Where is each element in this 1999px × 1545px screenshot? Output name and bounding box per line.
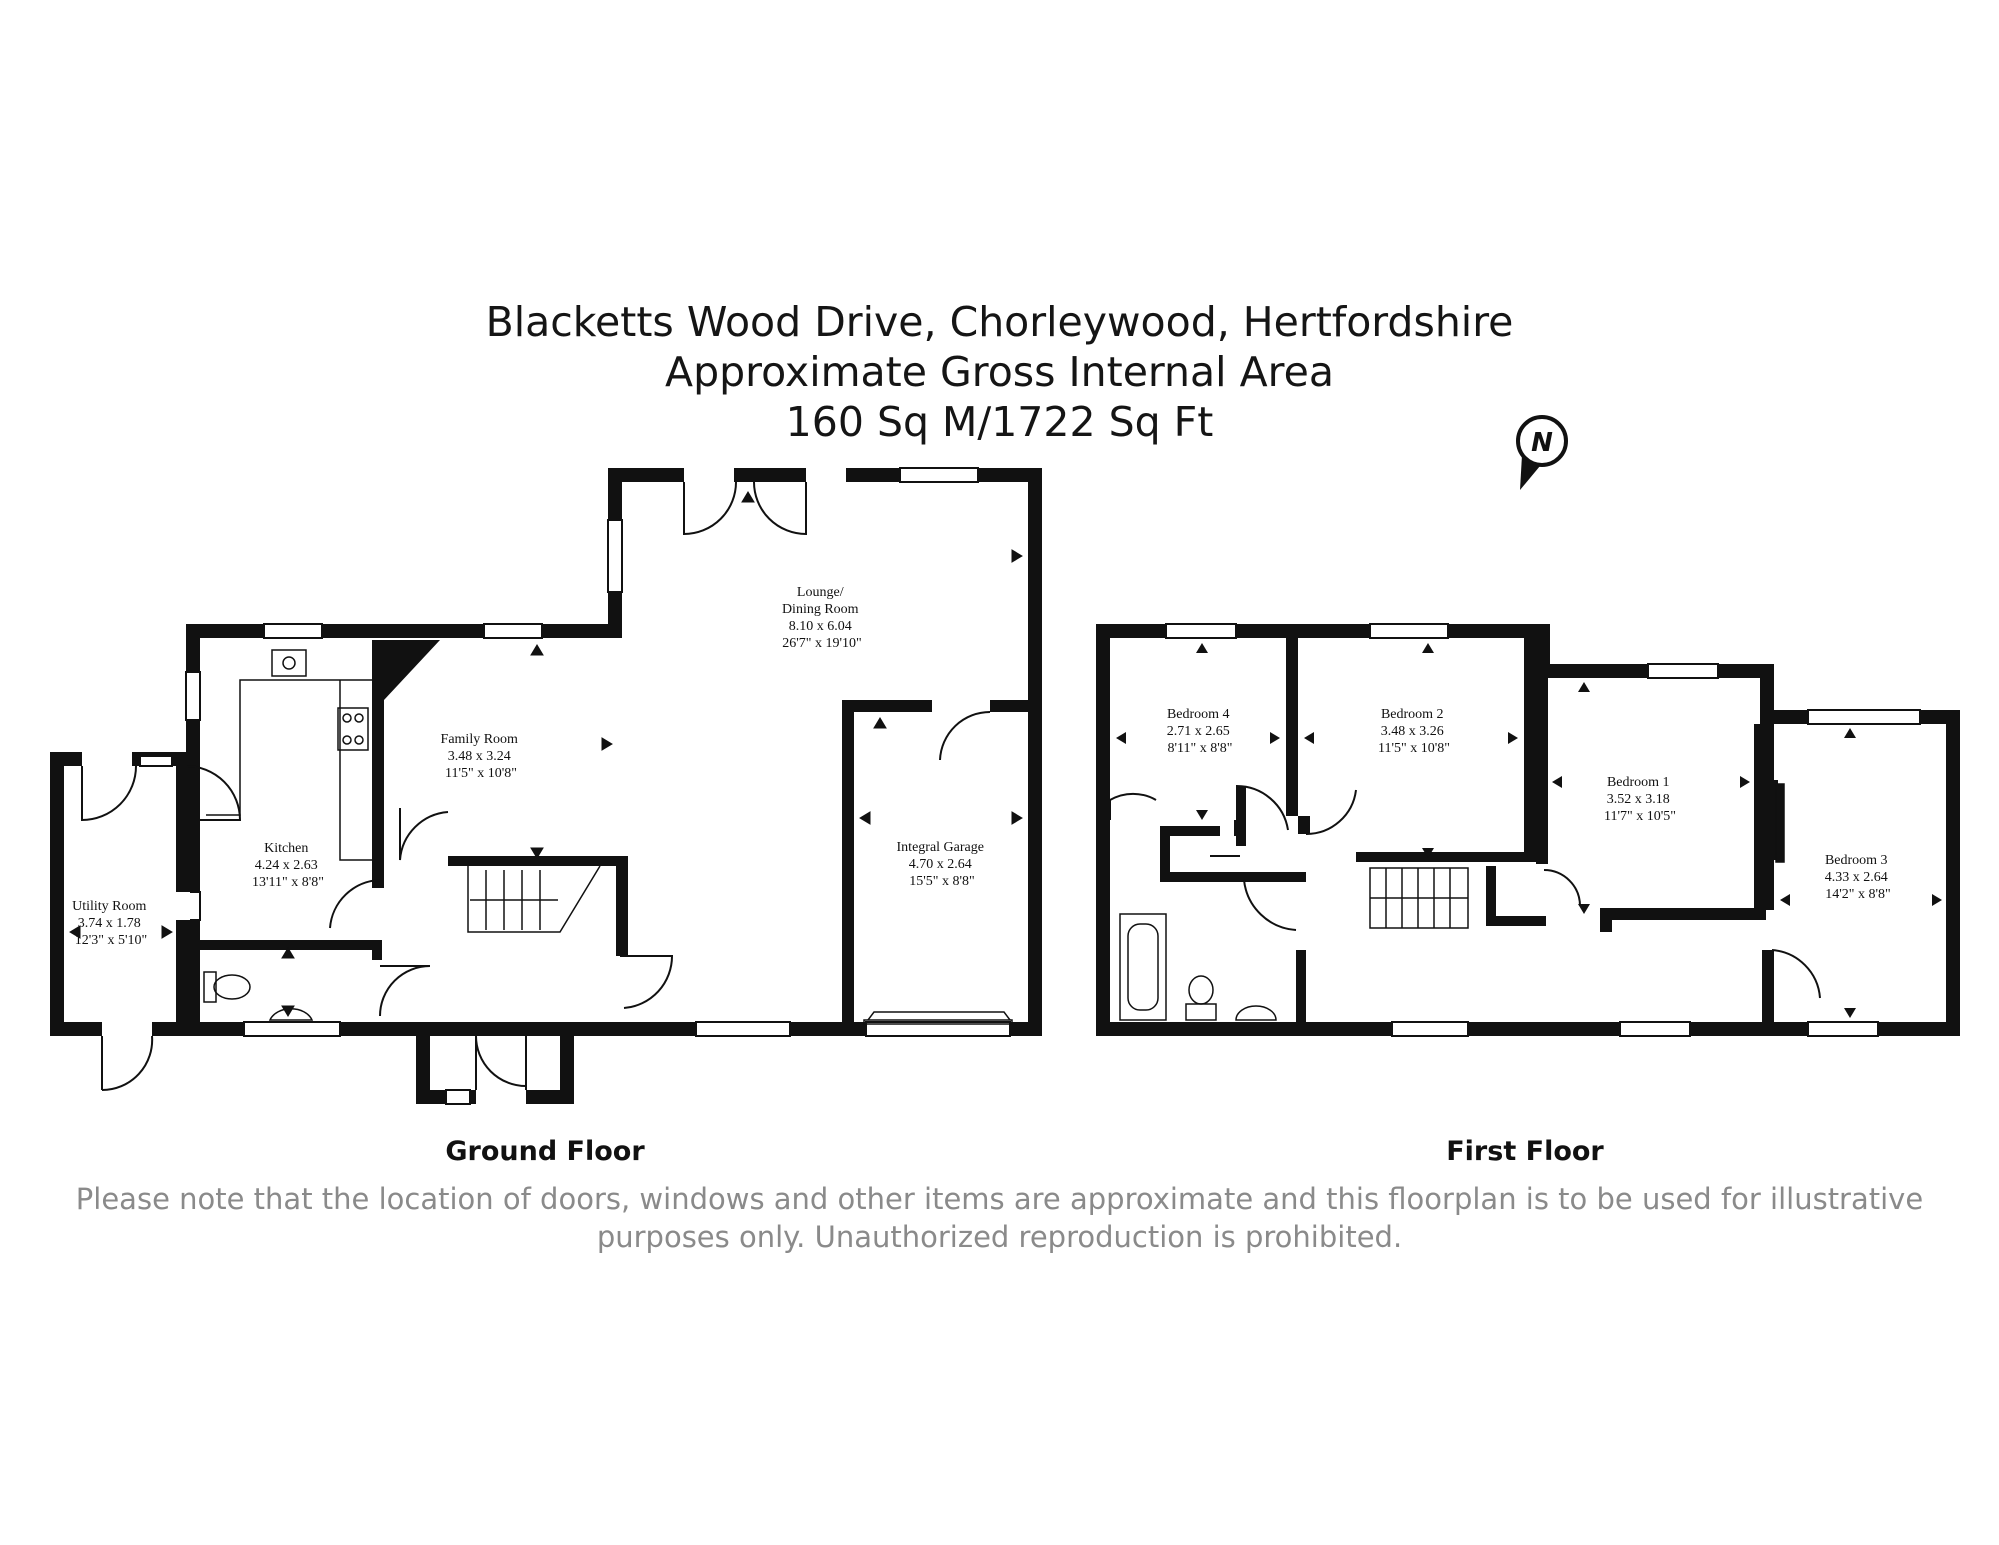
- first-floor-label: First Floor: [1446, 1136, 1604, 1167]
- ground-floor-label: Ground Floor: [445, 1136, 645, 1167]
- area-label: Approximate Gross Internal Area: [665, 348, 1334, 396]
- room-label-bedroom-3: Bedroom 3 4.33 x 2.64 14'2" x 8'8": [1825, 853, 1892, 902]
- disclaimer-line-1: Please note that the location of doors, …: [75, 1182, 1924, 1216]
- room-label-bedroom-4: Bedroom 4 2.71 x 2.65 8'11" x 8'8": [1167, 707, 1234, 756]
- first-floor-plan: [1096, 624, 1960, 1036]
- first-floor-fittings: [1119, 783, 1785, 1021]
- ground-floor-plan: [50, 468, 1042, 1104]
- first-room-labels: Bedroom 4 2.71 x 2.65 8'11" x 8'8" Bedro…: [1167, 707, 1892, 902]
- address-title: Blacketts Wood Drive, Chorleywood, Hertf…: [485, 298, 1514, 346]
- ground-floor-windows: [139, 467, 1011, 1105]
- area-value: 160 Sq M/1722 Sq Ft: [785, 398, 1214, 446]
- first-floor-windows: [1165, 623, 1921, 1037]
- first-floor-doors: [1109, 784, 1821, 999]
- kitchen-fittings: [203, 649, 1013, 1025]
- north-arrow-icon: N: [1516, 415, 1568, 490]
- room-label-lounge: Lounge/ Dining Room 8.10 x 6.04 26'7" x …: [782, 585, 862, 651]
- room-label-bedroom-2: Bedroom 2 3.48 x 3.26 11'5" x 10'8": [1378, 707, 1450, 756]
- room-label-garage: Integral Garage 4.70 x 2.64 15'5" x 8'8": [897, 840, 988, 889]
- first-dimension-arrows: [1116, 643, 1942, 1018]
- compass-letter: N: [1531, 428, 1553, 458]
- room-label-bedroom-1: Bedroom 1 3.52 x 3.18 11'7" x 10'5": [1604, 775, 1676, 824]
- ground-dimension-arrows: [69, 491, 1023, 1017]
- room-label-kitchen: Kitchen 4.24 x 2.63 13'11" x 8'8": [252, 841, 324, 890]
- ground-floor-doors: [81, 481, 991, 1092]
- room-label-utility: Utility Room 3.74 x 1.78 12'3" x 5'10": [72, 899, 150, 948]
- ground-room-labels: Utility Room 3.74 x 1.78 12'3" x 5'10" K…: [72, 585, 988, 948]
- room-label-family: Family Room 3.48 x 3.24 11'5" x 10'8": [441, 732, 522, 781]
- disclaimer-line-2: purposes only. Unauthorized reproduction…: [596, 1220, 1403, 1254]
